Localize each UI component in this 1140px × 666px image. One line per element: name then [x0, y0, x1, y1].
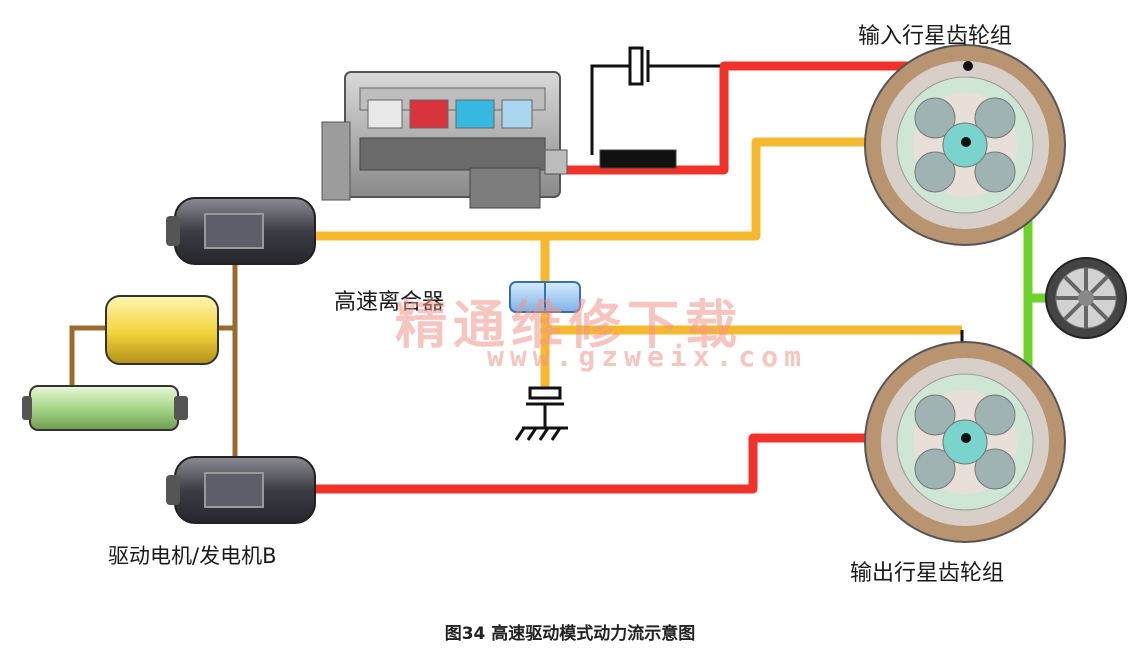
motor-b-power-flow — [316, 433, 966, 494]
watermark-text: 精通维修下载 — [395, 296, 744, 356]
inverter-icon — [22, 385, 188, 431]
wheel-icon — [1045, 257, 1127, 339]
engine-power-flow — [565, 61, 968, 175]
high-speed-clutch-icon — [509, 281, 581, 313]
motor-b-icon — [166, 456, 316, 524]
input-planetary-icon — [864, 44, 1066, 246]
engine-flywheel — [599, 149, 677, 169]
damper-icon — [590, 46, 720, 155]
watermark-url: www.gzweix.com — [487, 340, 808, 373]
output-planetary-icon — [864, 341, 1066, 543]
motor-a-icon — [166, 197, 316, 265]
battery-icon — [105, 295, 219, 365]
engine-icon — [321, 71, 568, 209]
ground-icon — [514, 386, 568, 441]
high-speed-clutch-label: 高速离合器 — [334, 290, 445, 315]
figure-caption: 图34 高速驱动模式动力流示意图 — [444, 624, 696, 644]
output-planetary-label: 输出行星齿轮组 — [850, 561, 1005, 586]
input-planetary-label: 输入行星齿轮组 — [858, 24, 1013, 49]
motor-b-label: 驱动电机/发电机B — [108, 544, 277, 568]
